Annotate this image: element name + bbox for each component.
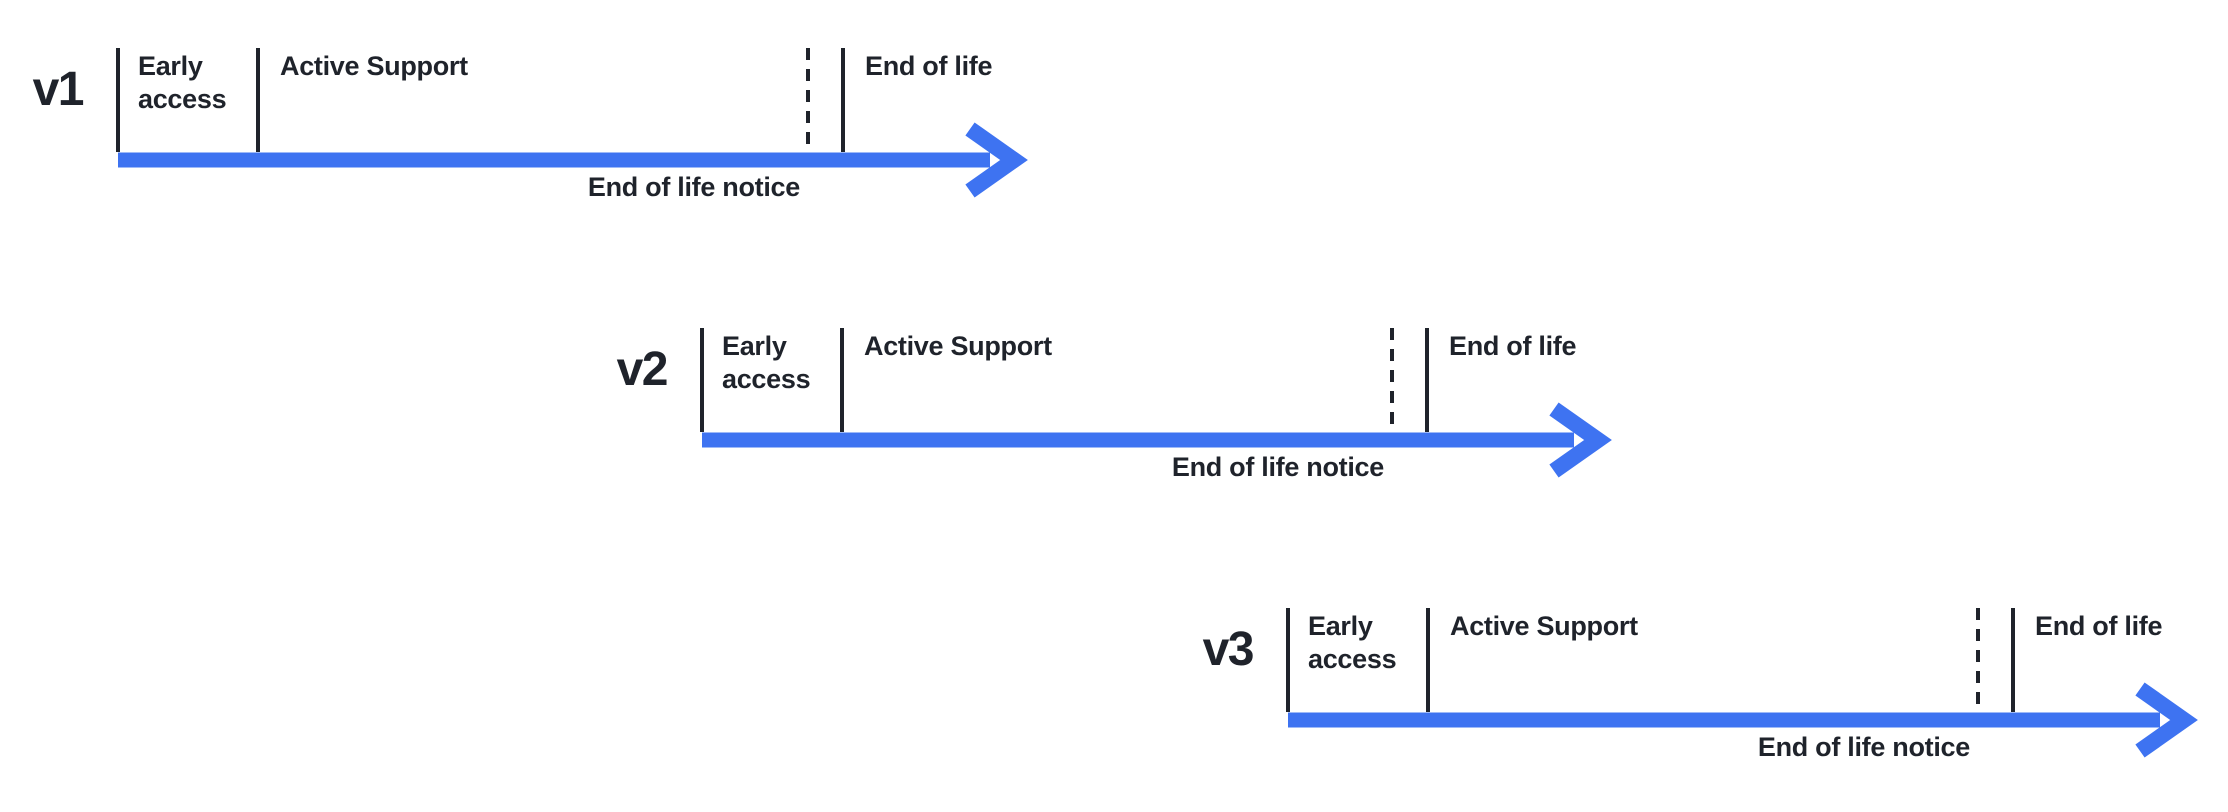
- early-access-start-tick: [700, 328, 704, 432]
- timeline-arrow-icon: [1288, 682, 2198, 758]
- early-access-label: Early access: [1308, 611, 1397, 674]
- end-of-life-notice-label: End of life notice: [1757, 732, 1970, 762]
- active-support-label: Active Support: [864, 331, 1052, 361]
- timeline-row-v3: v3 Early access Active Support End of li…: [1203, 608, 2228, 778]
- end-of-life-notice-label: End of life notice: [1171, 452, 1384, 482]
- timeline-arrow-icon: [702, 402, 1612, 478]
- active-support-label: Active Support: [1450, 611, 1638, 641]
- active-support-start-tick: [256, 48, 260, 152]
- end-of-life-label: End of life: [1449, 331, 1577, 361]
- version-label: v3: [1202, 623, 1255, 676]
- end-of-life-tick: [1425, 328, 1429, 432]
- end-of-life-tick: [841, 48, 845, 152]
- timeline-row-v2: v2 Early access Active Support End of li…: [617, 328, 1822, 498]
- end-of-life-notice-dashed-tick: [806, 48, 810, 152]
- end-of-life-notice-label: End of life notice: [587, 172, 800, 202]
- timeline-row-v1: v1 Early access Active Support End of li…: [33, 48, 1238, 218]
- end-of-life-tick: [2011, 608, 2015, 712]
- active-support-start-tick: [1426, 608, 1430, 712]
- early-access-label: Early access: [138, 51, 227, 114]
- early-access-label: Early access: [722, 331, 811, 394]
- end-of-life-label: End of life: [865, 51, 993, 81]
- early-access-start-tick: [1286, 608, 1290, 712]
- active-support-start-tick: [840, 328, 844, 432]
- version-label: v1: [32, 63, 85, 116]
- end-of-life-notice-dashed-tick: [1976, 608, 1980, 712]
- timeline-arrow-icon: [118, 122, 1028, 198]
- early-access-start-tick: [116, 48, 120, 152]
- active-support-label: Active Support: [280, 51, 468, 81]
- version-label: v2: [616, 343, 669, 396]
- end-of-life-label: End of life: [2035, 611, 2163, 641]
- end-of-life-notice-dashed-tick: [1390, 328, 1394, 432]
